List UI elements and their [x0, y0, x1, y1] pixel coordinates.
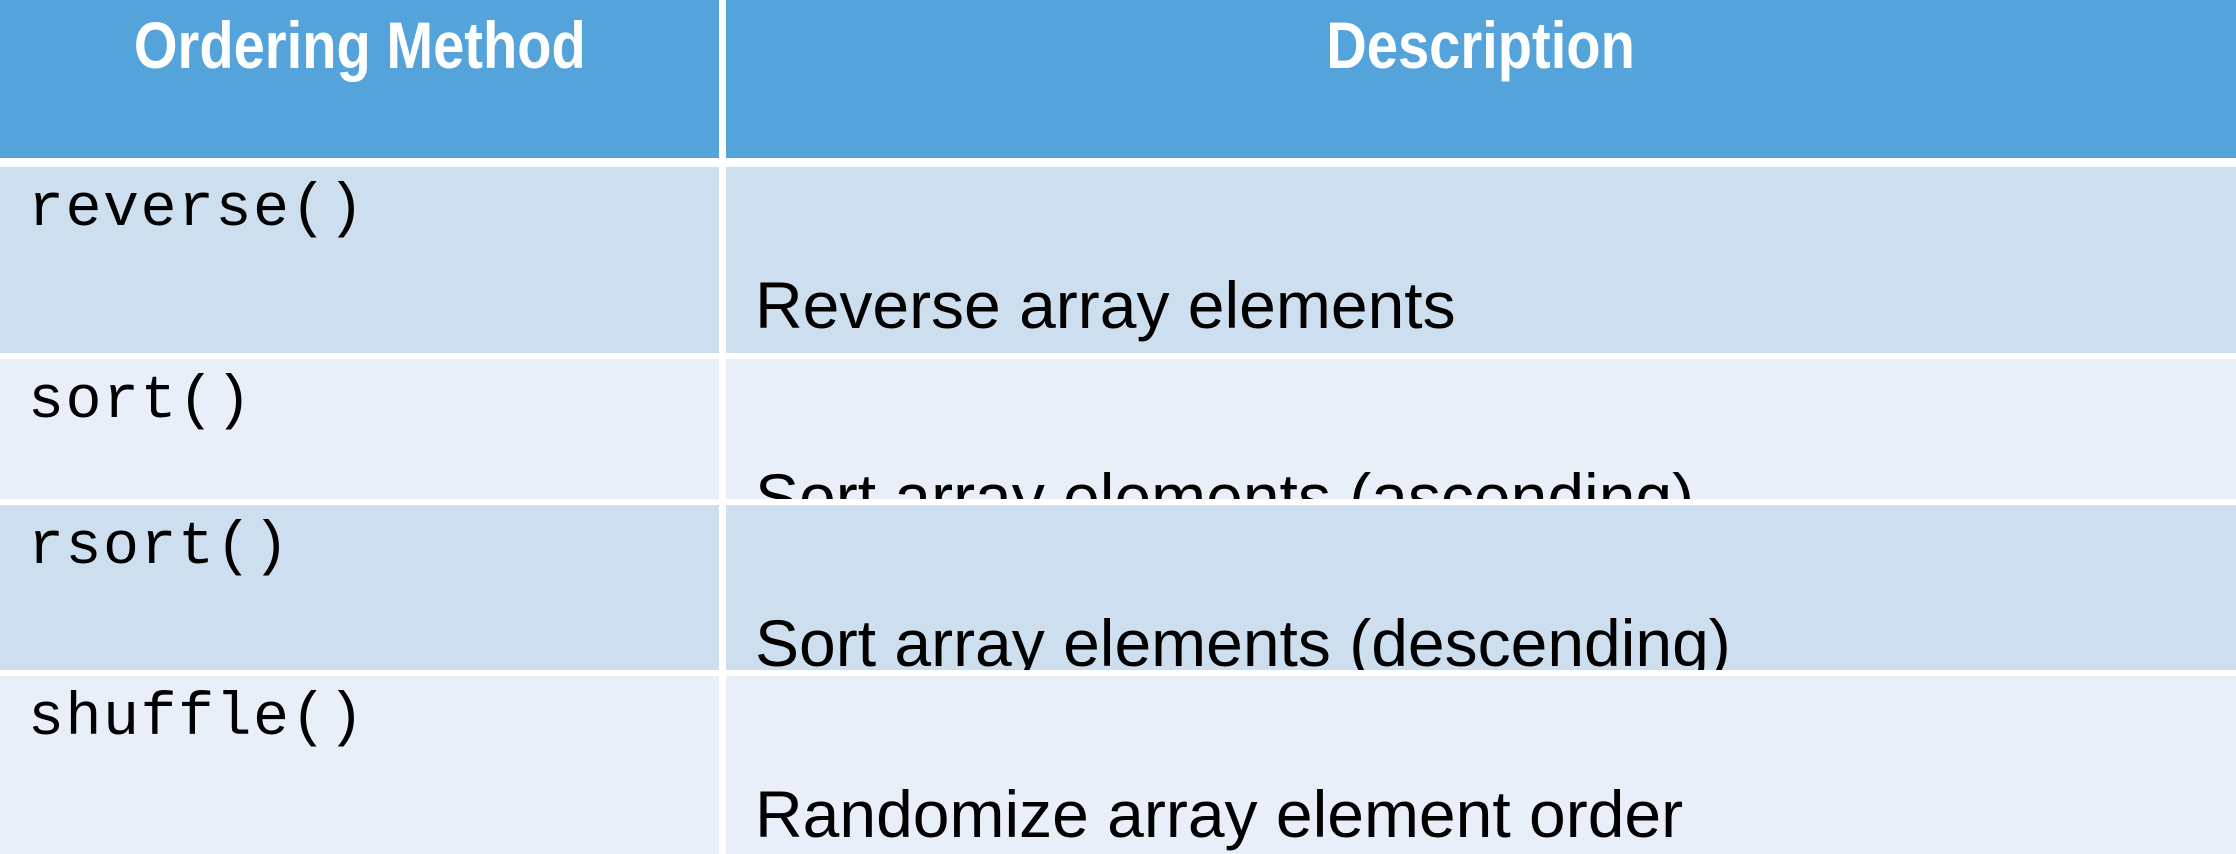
description-cell-rsort: Sort array elements (descending) — [726, 505, 2236, 670]
column-header-ordering-method-label: Ordering Method — [133, 8, 586, 82]
column-header-ordering-method: Ordering Method — [0, 0, 719, 158]
method-cell-shuffle: shuffle() — [0, 676, 719, 854]
description-cell-sort: Sort array elements (ascending) — [726, 359, 2236, 499]
method-cell-rsort: rsort() — [0, 505, 719, 670]
method-cell-reverse: reverse() — [0, 167, 719, 353]
column-header-description: Description — [726, 0, 2236, 158]
method-name: sort() — [28, 368, 254, 436]
description-text: Reverse array elements Specifying with i… — [755, 268, 1456, 343]
description-text: Sort array elements (descending) — [755, 606, 1731, 670]
description-cell-shuffle: Randomize array element order Specifying… — [726, 676, 2236, 854]
method-name: rsort() — [28, 514, 291, 582]
description-text: Randomize array element order Specifying… — [755, 777, 1684, 852]
method-name: shuffle() — [28, 685, 366, 753]
method-name: reverse() — [28, 176, 366, 244]
description-text: Sort array elements (ascending) — [755, 460, 1695, 499]
description-cell-reverse: Reverse array elements Specifying with i… — [726, 167, 2236, 353]
column-header-description-label: Description — [1326, 8, 1636, 82]
method-cell-sort: sort() — [0, 359, 719, 499]
